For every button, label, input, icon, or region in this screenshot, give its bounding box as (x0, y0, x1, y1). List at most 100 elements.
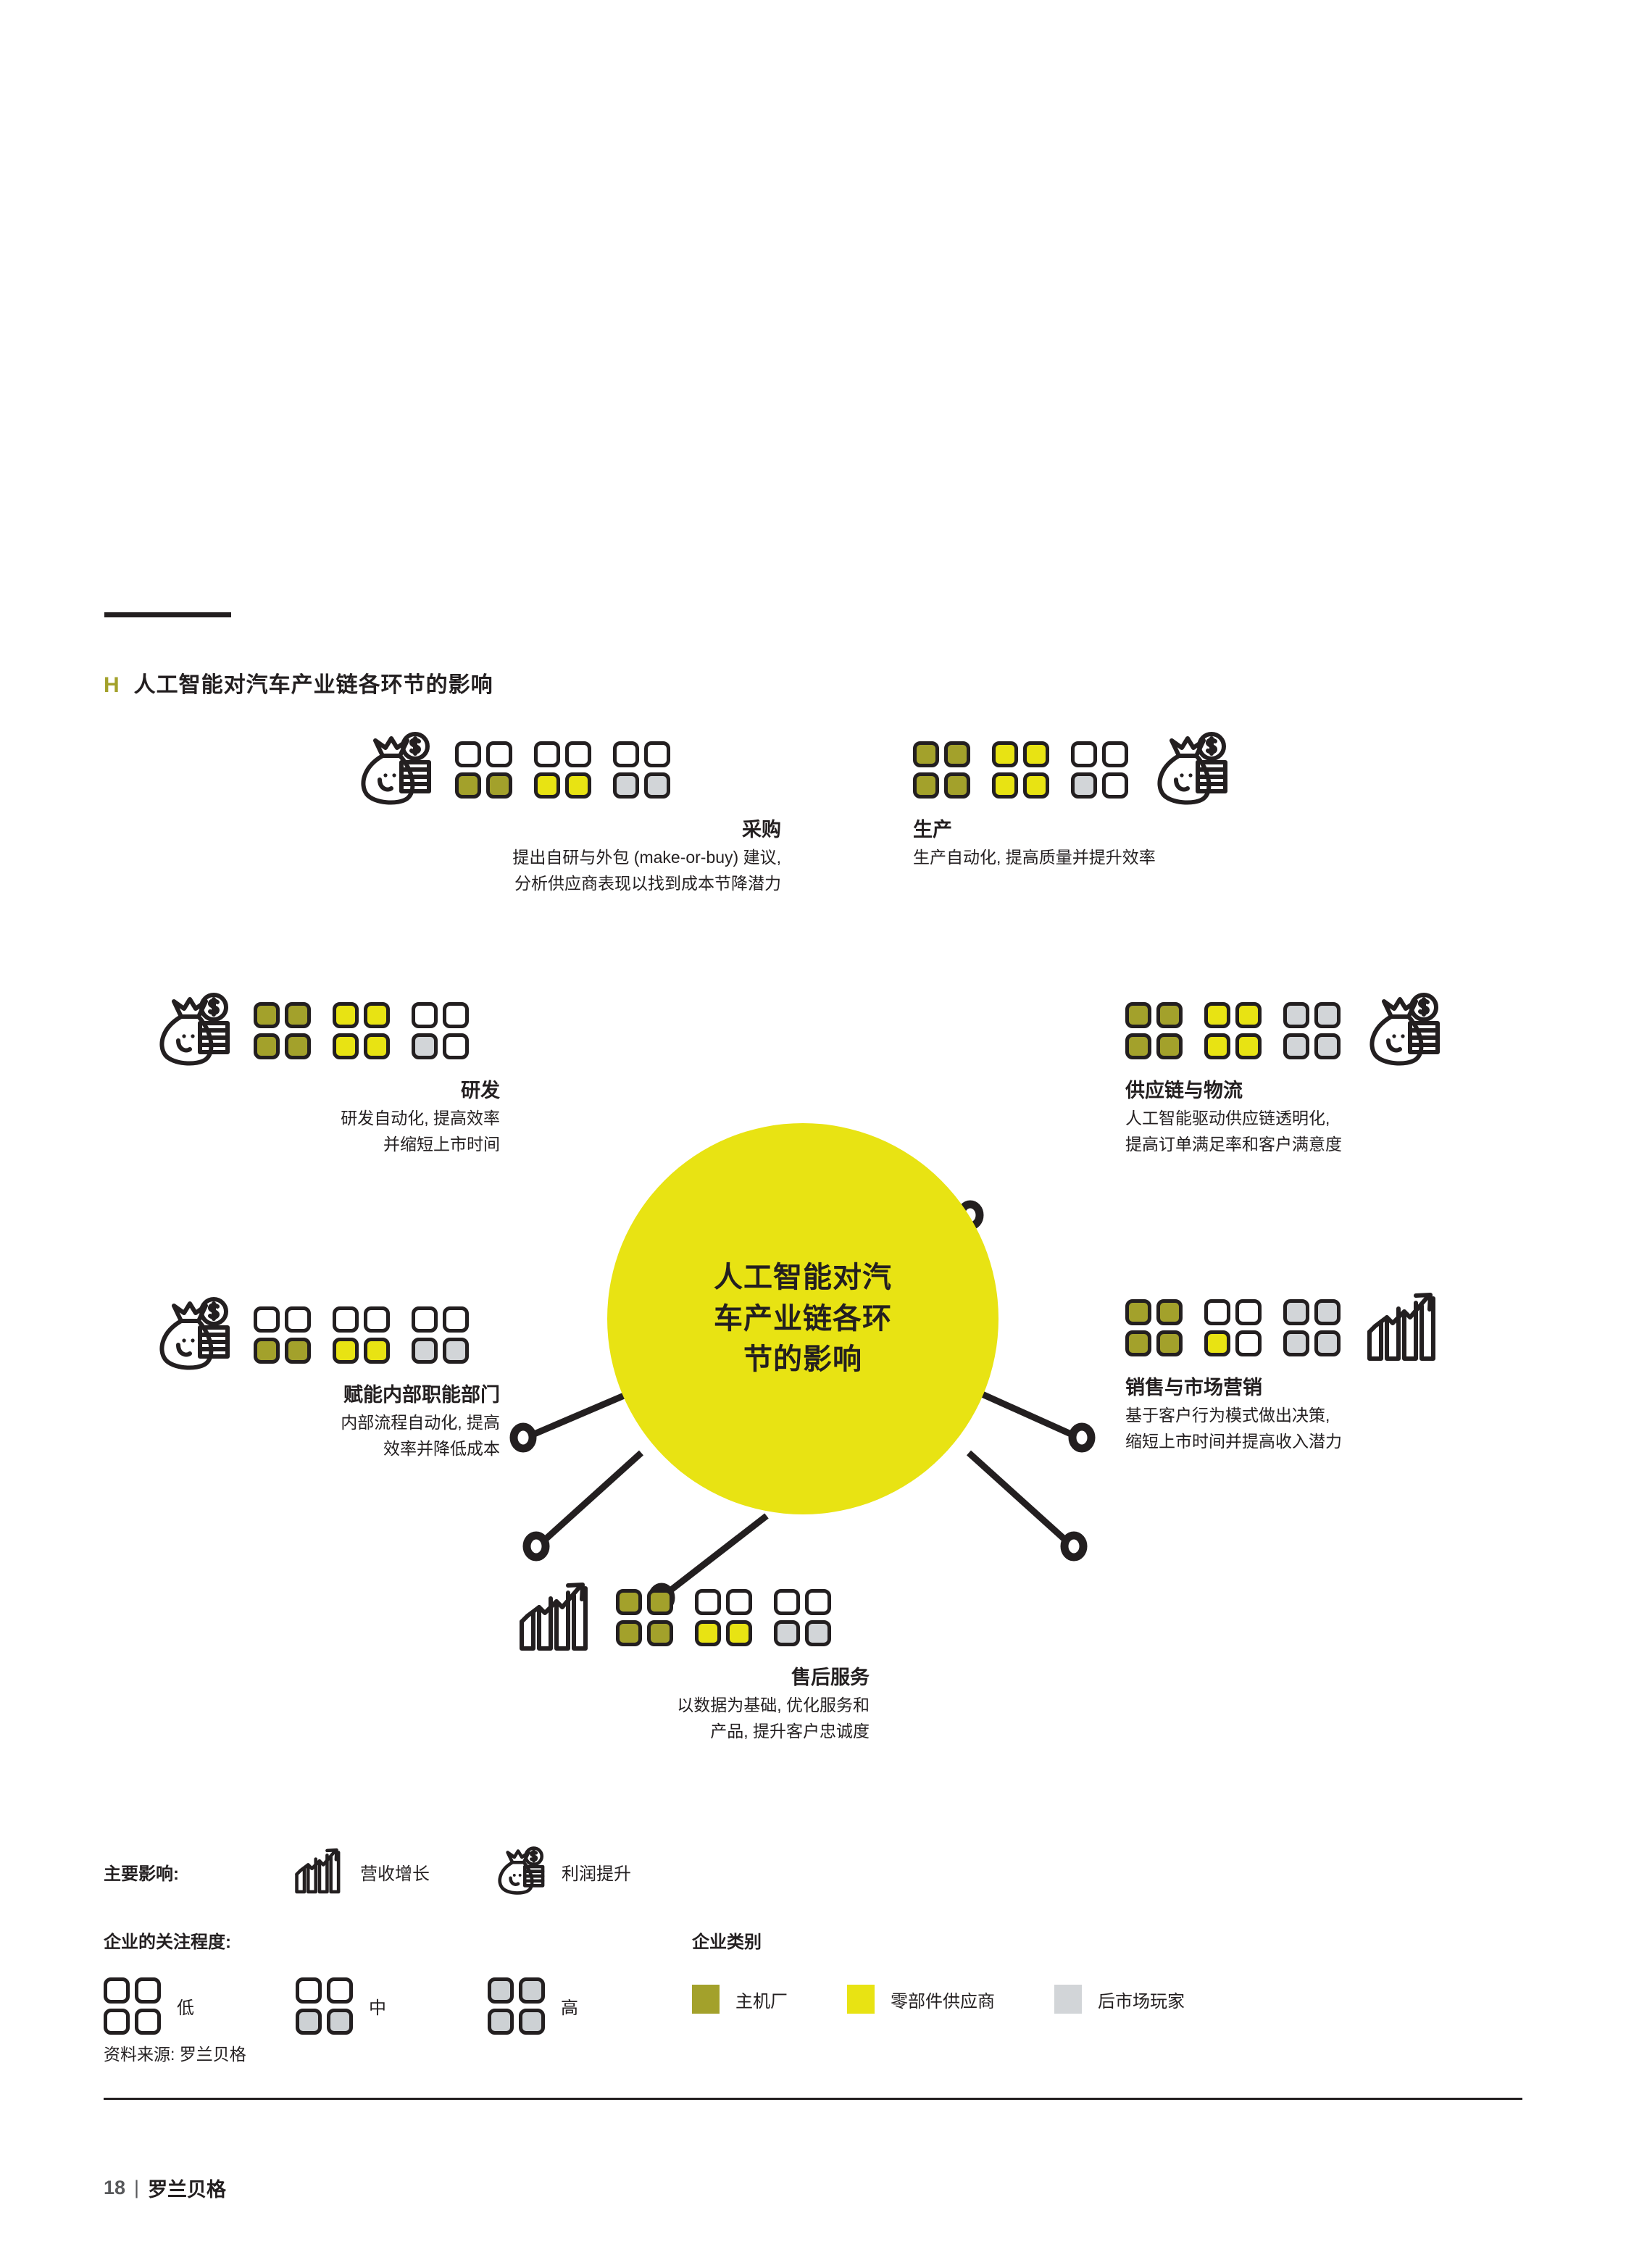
cell (296, 2009, 322, 2035)
header-rule (104, 612, 231, 617)
cell (104, 1977, 130, 2004)
node-text: 赋能内部职能部门 内部流程自动化, 提高 效率并降低成本 (152, 1383, 500, 1461)
source-note: 资料来源: 罗兰贝格 (104, 2045, 246, 2064)
cell (364, 1338, 390, 1364)
grid-oem (1125, 1002, 1183, 1059)
legend-attention-medium: 中 (296, 1977, 386, 2035)
cell (613, 741, 639, 767)
grid-aftermarket (774, 1589, 831, 1646)
cell (455, 741, 481, 767)
cell (644, 741, 670, 767)
legend-category-items: 主机厂 零部件供应商 后市场玩家 (692, 1985, 1185, 2014)
hub-title-line-3: 节的影响 (743, 1343, 862, 1376)
grid-oem (254, 1002, 311, 1059)
cell (1125, 1299, 1151, 1325)
legend-attention-items: 低 中 高 (104, 1977, 578, 2035)
legend-impact-item-profit: 利润提升 (493, 1846, 631, 1897)
cell (774, 1620, 800, 1646)
cell (1125, 1330, 1151, 1356)
cell (1235, 1002, 1262, 1028)
cell (1125, 1002, 1151, 1028)
money-bag-icon (1150, 732, 1230, 808)
node-name: 采购 (742, 819, 781, 841)
node-supply-chain[interactable]: 供应链与物流 人工智能驱动供应链透明化, 提高订单满足率和客户满意度 (1125, 993, 1473, 1156)
grid-aftermarket (412, 1306, 469, 1364)
cell (135, 2009, 161, 2035)
cell (254, 1306, 280, 1333)
grid-oem (455, 741, 512, 799)
cell (285, 1002, 311, 1028)
legend-category-label-supplier: 零部件供应商 (891, 1991, 995, 2011)
cell (1314, 1299, 1341, 1325)
cell (254, 1002, 280, 1028)
cell (296, 1977, 322, 2004)
node-procurement[interactable]: 采购 提出自研与外包 (make-or-buy) 建议, 分析供应商表现以找到成… (354, 732, 781, 896)
cell (1283, 1299, 1309, 1325)
cell (1156, 1002, 1183, 1028)
grid-aftermarket (1283, 1299, 1341, 1356)
legend-impact-item-label: 利润提升 (562, 1864, 631, 1884)
cell (613, 772, 639, 799)
cell (805, 1620, 831, 1646)
money-bag-icon (493, 1846, 546, 1897)
legend-attention-label-high: 高 (561, 1998, 578, 2018)
attention-grids (616, 1589, 831, 1646)
cell (1156, 1330, 1183, 1356)
node-name: 售后服务 (791, 1667, 870, 1688)
cell (364, 1033, 390, 1059)
cell (1204, 1299, 1230, 1325)
cell (1314, 1330, 1341, 1356)
cell (1071, 772, 1097, 799)
cell (455, 772, 481, 799)
grid-low (104, 1977, 161, 2035)
legend-impact-label: 主要影响: (104, 1864, 179, 1884)
footer-brand: 罗兰贝格 (148, 2179, 227, 2201)
cell (1102, 741, 1128, 767)
node-desc-line-1: 研发自动化, 提高效率 (341, 1108, 500, 1127)
money-bag-icon (152, 1297, 232, 1373)
legend-category: 企业类别 主机厂 零部件供应商 后市场玩家 (692, 1927, 1185, 2014)
node-rnd[interactable]: 研发 研发自动化, 提高效率 并缩短上市时间 (152, 993, 500, 1156)
cell (1023, 741, 1049, 767)
cell (519, 2009, 545, 2035)
cell (944, 772, 970, 799)
cell (644, 772, 670, 799)
node-name: 赋能内部职能部门 (343, 1384, 500, 1406)
node-internal-functions[interactable]: 赋能内部职能部门 内部流程自动化, 提高 效率并降低成本 (152, 1297, 500, 1461)
footer-rule (104, 2098, 1522, 2100)
legend-impact-item-label: 营收增长 (360, 1864, 430, 1884)
color-swatch-yellow (847, 1985, 875, 2014)
cell (285, 1306, 311, 1333)
money-bag-icon (354, 732, 433, 808)
growth-chart-icon (292, 1846, 344, 1897)
node-desc-line-2: 产品, 提升客户忠诚度 (710, 1722, 870, 1741)
hub-title-line-1: 人工智能对汽 (714, 1261, 892, 1293)
cell (519, 1977, 545, 2004)
node-desc-line-2: 缩短上市时间并提高收入潜力 (1125, 1432, 1342, 1451)
hub-title-line-2: 车产业链各环 (714, 1302, 892, 1335)
cell (364, 1306, 390, 1333)
cell (992, 741, 1018, 767)
page-footer: 18 | 罗兰贝格 (104, 2174, 226, 2202)
grid-aftermarket (1283, 1002, 1341, 1059)
growth-chart-icon (514, 1580, 594, 1656)
cell (647, 1589, 673, 1615)
cell (443, 1002, 469, 1028)
node-sales-marketing[interactable]: 销售与市场营销 基于客户行为模式做出决策, 缩短上市时间并提高收入潜力 (1125, 1290, 1488, 1454)
cell (488, 1977, 514, 2004)
cell (364, 1002, 390, 1028)
cell (1314, 1033, 1341, 1059)
cell (1283, 1330, 1309, 1356)
cell (1235, 1330, 1262, 1356)
node-production[interactable]: 生产 生产自动化, 提高质量并提升效率 (913, 732, 1341, 869)
legend-attention: 企业的关注程度: 低 中 (104, 1927, 578, 2035)
attention-grids (1125, 1002, 1341, 1059)
cell (1314, 1002, 1341, 1028)
growth-chart-icon (1362, 1290, 1442, 1366)
cell (443, 1306, 469, 1333)
cell (565, 772, 591, 799)
node-after-sales[interactable]: 售后服务 以数据为基础, 优化服务和 产品, 提升客户忠诚度 (514, 1580, 870, 1743)
legend-category-label-aftermarket: 后市场玩家 (1098, 1991, 1185, 2011)
cell (1283, 1002, 1309, 1028)
